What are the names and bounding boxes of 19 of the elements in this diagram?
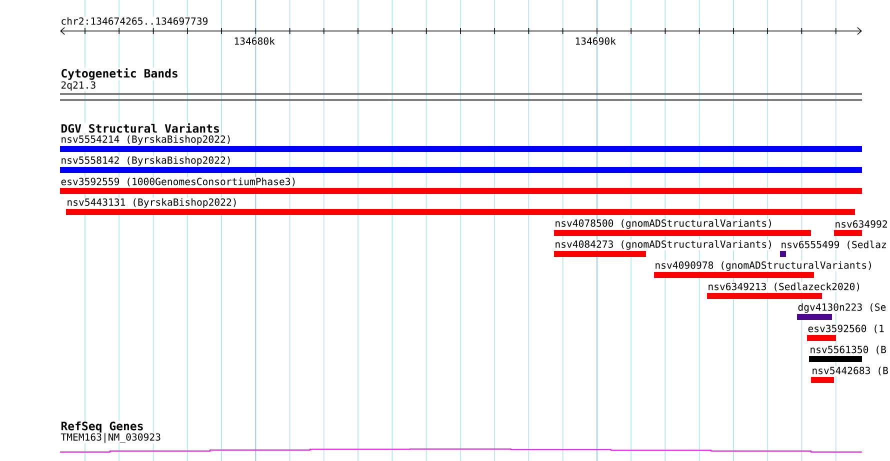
- feature-label: TMEM163|NM_030923: [60, 432, 162, 444]
- feature-label: nsv5558142 (ByrskaBishop2022): [60, 156, 232, 166]
- feature-label: 2q21.3: [60, 80, 97, 92]
- feature-label: nsv4078500 (gnomADStructuralVariants): [554, 218, 774, 230]
- feature-label: nsv6349213 (Sedlazeck2020): [707, 282, 862, 292]
- feature-label: nsv6555499 (Sedlaz: [780, 240, 888, 250]
- feature-label: nsv5561350 (B: [809, 345, 887, 355]
- track-heading: DGV Structural Variants: [60, 122, 220, 134]
- feature-label: nsv5554214 (ByrskaBishop2022): [60, 134, 232, 146]
- feature-label: nsv5442683 (B: [811, 366, 889, 376]
- feature-label: dgv4130n223 (Se: [797, 302, 887, 314]
- feature-label: esv3592560 (1: [807, 324, 885, 334]
- ruler-label: 134690k: [574, 36, 616, 46]
- feature-label: nsv5443131 (ByrskaBishop2022): [66, 198, 238, 208]
- ruler-label: 134680k: [233, 36, 276, 46]
- feature-label: nsv4090978 (gnomADStructuralVariants): [654, 260, 874, 272]
- feature-label: nsv4084273 (gnomADStructuralVariants): [554, 240, 774, 250]
- feature-label: esv3592559 (1000GenomesConsortiumPhase3): [60, 177, 298, 187]
- ruler-label: chr2:134674265..134697739: [60, 16, 209, 26]
